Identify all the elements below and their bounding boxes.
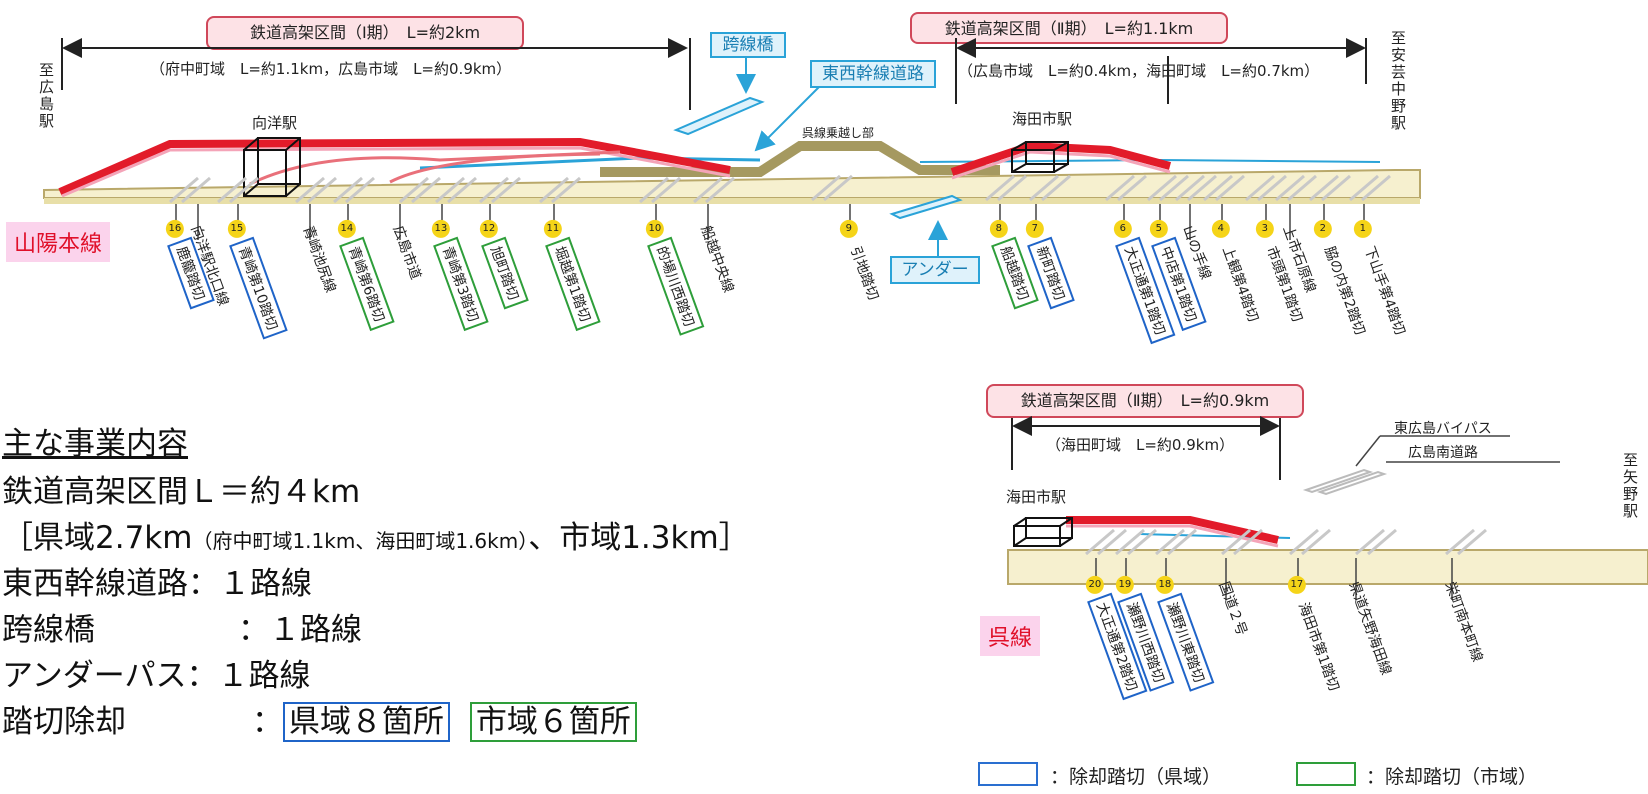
legend-pref-swatch <box>978 762 1038 786</box>
kure-elevated <box>1066 516 1279 544</box>
ground-base <box>43 169 1421 199</box>
elevated-phase2 <box>950 141 1172 176</box>
phase2-label: 鉄道高架区間（Ⅱ期） L=約1.1km <box>910 12 1228 44</box>
kure-station-box <box>1013 517 1073 547</box>
summary-line6-label: 踏切除却 <box>2 704 126 740</box>
crossing-number-badge: 18 <box>1155 575 1174 594</box>
summary-line6: 踏切除却 ：県域８箇所 市域６箇所 <box>2 702 637 742</box>
elevated-phase1 <box>58 137 731 196</box>
legend-pref-label: ：除却踏切（県域） <box>1050 766 1222 788</box>
summary-line4-label: 跨線橋 <box>2 612 95 648</box>
summary-line2-small: （府中町域1.1km、海田町域1.6km） <box>192 529 529 553</box>
phase1-label: 鉄道高架区間（Ⅰ期） L=約2km <box>206 16 524 50</box>
summary-line4-value: ：１路線 <box>238 612 362 648</box>
underpass-label: アンダー <box>890 256 980 284</box>
kure-phase2-sub: （海田町域 L=約0.9km） <box>1046 436 1235 454</box>
phase2-sub: （広島市域 L=約0.4km，海田町域 L=約0.7km） <box>958 62 1320 80</box>
bypass-label: 東広島バイパス <box>1394 421 1492 437</box>
summary-city-count: 市域６箇所 <box>469 702 637 742</box>
summary-line1: 鉄道高架区間Ｌ＝約４km <box>2 474 361 510</box>
summary-line3: 東西幹線道路：１路線 <box>2 566 312 602</box>
overpass-bar <box>673 96 765 136</box>
summary-line2-pre: ［県域2.7km <box>2 520 193 556</box>
crossing-number-badge: 20 <box>1085 575 1104 594</box>
kure-station-label: 海田市駅 <box>1006 488 1067 506</box>
summary-pref-count: 県域８箇所 <box>283 702 450 742</box>
kure-ground-base <box>1007 549 1648 585</box>
sanyo-line-label: 山陽本線 <box>6 222 111 262</box>
kure-crossing-structure <box>600 141 1000 177</box>
kure-line-label: 呉線 <box>980 616 1041 656</box>
to-akinakano-label: 至安芸中野駅 <box>1389 30 1407 132</box>
road-crossings <box>169 174 1391 204</box>
station-kaitaichi-box <box>1011 141 1069 173</box>
station-mukainada-label: 向洋駅 <box>252 114 298 132</box>
summary-heading: 主な事業内容 <box>2 426 188 462</box>
east-west-road-label: 東西幹線道路 <box>810 60 936 88</box>
kure-crossing-label: 呉線乗越し部 <box>802 126 875 140</box>
underpass-bar <box>889 194 963 220</box>
station-kaitaichi-label: 海田市駅 <box>1012 110 1073 128</box>
station-mukainada-box <box>243 137 301 197</box>
summary-line2-post: 、市域1.3km］ <box>528 520 750 556</box>
to-hiroshima-label: 至広島駅 <box>37 62 55 130</box>
legend-city-label: ：除却踏切（市域） <box>1366 766 1538 788</box>
overpass-label: 跨線橋 <box>710 32 786 58</box>
crossing-number-badge: 17 <box>1287 575 1306 594</box>
kure-phase2-label: 鉄道高架区間（Ⅱ期） L=約0.9km <box>986 384 1304 418</box>
summary-line5: アンダーパス：１路線 <box>2 658 311 694</box>
summary-line6-colon: ： <box>252 704 283 740</box>
summary-line2: ［県域2.7km（府中町域1.1km、海田町域1.6km）、市域1.3km］ <box>2 518 750 561</box>
south-road-label: 広島南道路 <box>1408 445 1478 461</box>
phase1-sub: （府中町域 L=約1.1km，広島市域 L=約0.9km） <box>150 60 512 78</box>
to-yano-label: 至矢野駅 <box>1621 452 1639 520</box>
legend-city-swatch <box>1296 762 1356 786</box>
crossing-number-badge: 19 <box>1115 575 1134 594</box>
summary-line4: 跨線橋 ：１路線 <box>2 610 362 650</box>
